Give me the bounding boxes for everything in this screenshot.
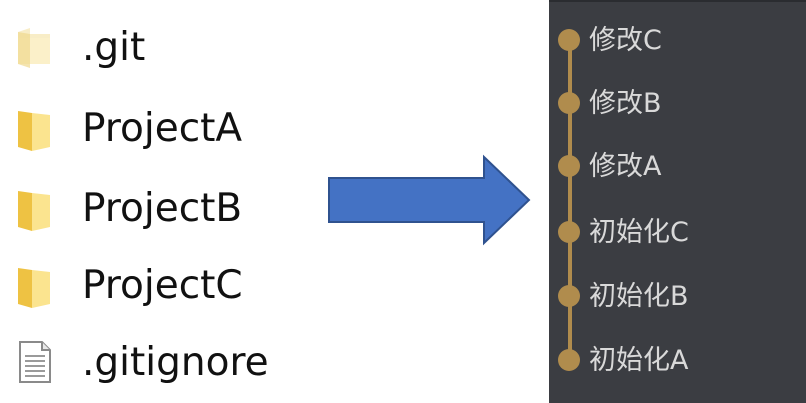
file-item-label: ProjectA [82,105,243,151]
file-item-git[interactable]: .git [14,17,314,77]
commit-item[interactable]: 修改A [558,146,798,186]
commit-message: 初始化B [589,280,689,312]
commit-item[interactable]: 修改B [558,83,798,123]
arrow-right-icon [326,154,532,246]
file-item-projecta[interactable]: ProjectA [14,98,314,158]
text-file-icon [14,339,54,385]
commit-graph-line [568,40,572,362]
commit-node-icon [558,221,580,243]
commit-node-icon [558,155,580,177]
commit-message: 初始化C [589,216,689,248]
file-item-label: .gitignore [82,339,269,385]
commit-message: 修改B [589,87,662,119]
file-explorer-list: .git ProjectA ProjectB [0,0,320,403]
commit-node-icon [558,285,580,307]
commit-node-icon [558,29,580,51]
commit-item[interactable]: 修改C [558,20,798,60]
file-item-projectb[interactable]: ProjectB [14,178,314,238]
commit-message: 修改C [589,24,662,56]
folder-icon [14,24,54,70]
commit-message: 初始化A [589,344,689,376]
commit-item[interactable]: 初始化A [558,340,798,380]
commit-item[interactable]: 初始化C [558,212,798,252]
commit-node-icon [558,92,580,114]
file-item-gitignore[interactable]: .gitignore [14,332,314,392]
file-item-label: ProjectB [82,185,243,231]
file-item-label: .git [82,24,146,70]
commit-node-icon [558,349,580,371]
file-item-label: ProjectC [82,262,243,308]
git-log-panel: 修改C 修改B 修改A 初始化C 初始化B 初始化A [549,0,806,403]
commit-message: 修改A [589,150,662,182]
folder-icon [14,105,54,151]
commit-item[interactable]: 初始化B [558,276,798,316]
folder-icon [14,262,54,308]
file-item-projectc[interactable]: ProjectC [14,255,314,315]
folder-icon [14,185,54,231]
